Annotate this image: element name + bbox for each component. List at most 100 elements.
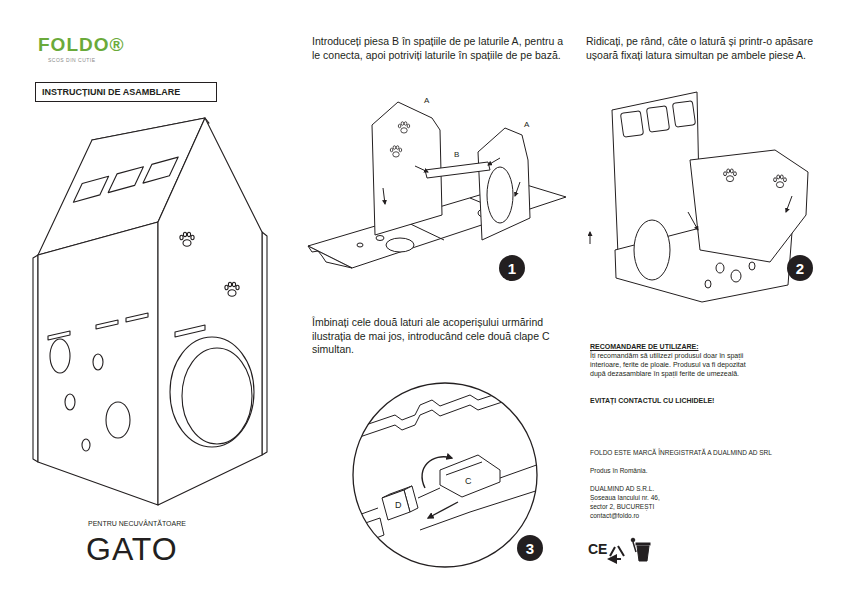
wall-hole <box>106 402 130 438</box>
note-heading: RECOMANDARE DE UTILIZARE: <box>590 343 699 351</box>
motion-arrow <box>688 212 698 230</box>
base-tab <box>308 246 352 268</box>
wall-slot <box>96 320 118 329</box>
roof-window <box>646 106 669 133</box>
wall-hole <box>705 280 711 288</box>
front-wall <box>38 222 158 505</box>
base-hole <box>376 236 384 241</box>
address-line: Șoseaua Iancului nr. 46, <box>590 494 660 502</box>
part-label: D <box>394 500 403 511</box>
bin-symbol <box>631 538 650 561</box>
brand-tagline: SCOS DIN CUTIE <box>48 57 96 63</box>
paw-print <box>398 122 409 133</box>
bin-figure <box>633 542 636 552</box>
recycle-symbol <box>609 546 624 559</box>
step1-illustration <box>308 102 566 268</box>
ce-mark: CE <box>588 541 607 558</box>
motion-arrow <box>428 502 458 518</box>
roof-edge <box>345 488 545 548</box>
callout-number: 3 <box>526 540 534 557</box>
wall-hole <box>716 263 724 273</box>
step-circle <box>517 535 543 561</box>
wall-hole <box>93 354 103 370</box>
step-circle <box>787 255 813 281</box>
base-hole <box>386 238 414 252</box>
step3-illustration <box>345 378 545 567</box>
door-tunnel <box>182 348 252 444</box>
motion-arrow <box>422 457 452 488</box>
product-name: GATO <box>86 530 178 568</box>
paw-print <box>724 169 737 182</box>
wall-hole <box>749 262 755 270</box>
zoom-circle <box>353 383 537 567</box>
piece-b <box>425 162 490 178</box>
roof-edge <box>345 378 545 432</box>
roof-edge <box>345 462 545 520</box>
part-label: A <box>524 120 529 130</box>
roof-edge <box>345 378 545 442</box>
gable-wall <box>158 118 262 505</box>
motion-arrow <box>383 188 385 204</box>
step-number: 2 <box>787 255 813 281</box>
origin-note: Produs în România. <box>590 467 647 475</box>
tab-c <box>440 455 500 497</box>
bin-body <box>637 546 649 561</box>
wall-hole <box>65 394 75 410</box>
trademark-note: FOLDO ESTE MARCĂ ÎNREGISTRATĂ A DUALMIND… <box>590 449 772 457</box>
roof-window <box>672 101 695 128</box>
roof-window <box>620 111 643 138</box>
door-hole <box>170 337 254 447</box>
bin-lid <box>636 543 650 545</box>
side-thickness <box>262 232 267 455</box>
roof-window <box>73 176 108 202</box>
wall-slot <box>175 325 205 337</box>
motion-arrow <box>590 232 591 244</box>
wall-thickness <box>33 255 38 462</box>
paw-print <box>180 232 194 246</box>
paw-print <box>225 282 239 296</box>
wall-hole <box>82 439 90 451</box>
step-instruction: Introduceți piesa B în spațiile de pe la… <box>312 35 570 62</box>
part-label: C <box>464 476 473 487</box>
address-line: sector 2, BUCUREȘTI <box>590 503 654 511</box>
wall-hole <box>731 270 741 282</box>
house-illustration <box>33 118 267 505</box>
paw-print <box>390 146 401 157</box>
address-line: contact@foldo.ro <box>590 512 639 520</box>
wall-hole <box>50 339 70 373</box>
panel-a <box>478 128 530 240</box>
step2-illustration <box>590 92 808 302</box>
block-d-front <box>382 490 410 520</box>
roof-window <box>108 167 143 193</box>
part-label: A <box>424 96 429 106</box>
panel-hole <box>487 167 513 223</box>
callout-number: 2 <box>796 260 804 277</box>
heading-text: INSTRUCȚIUNI DE ASAMBLARE <box>42 87 180 97</box>
recycle-arrow <box>609 546 624 559</box>
wall-slot <box>126 313 148 322</box>
motion-arrow <box>488 158 500 165</box>
step-circle <box>499 255 525 281</box>
door-hole <box>634 220 670 280</box>
bin-figure <box>631 538 635 542</box>
address-line: DUALMIND AD S.R.L. <box>590 485 654 493</box>
motion-arrow <box>786 196 792 212</box>
paw-print <box>774 175 787 188</box>
product-subtitle: PENTRU NECUVÂNTĂTOARE <box>88 520 186 528</box>
motion-arrow <box>515 182 520 196</box>
tab-slot <box>446 462 482 475</box>
step-instruction: Ridicați, pe rând, câte o latură și prin… <box>586 35 834 62</box>
part-label: B <box>454 150 459 160</box>
step-number: 3 <box>517 535 543 561</box>
callout-number: 1 <box>508 260 516 277</box>
step-instruction: Îmbinați cele două laturi ale acoperișul… <box>312 316 562 357</box>
base-hole <box>357 243 363 247</box>
zoom-detail <box>345 378 545 548</box>
gable-wall <box>690 150 808 262</box>
heading-box: INSTRUCȚIUNI DE ASAMBLARE <box>35 82 217 102</box>
step-number: 1 <box>499 255 525 281</box>
roof-window <box>143 157 178 183</box>
panel-a <box>372 102 442 235</box>
motion-arrow <box>415 166 428 172</box>
